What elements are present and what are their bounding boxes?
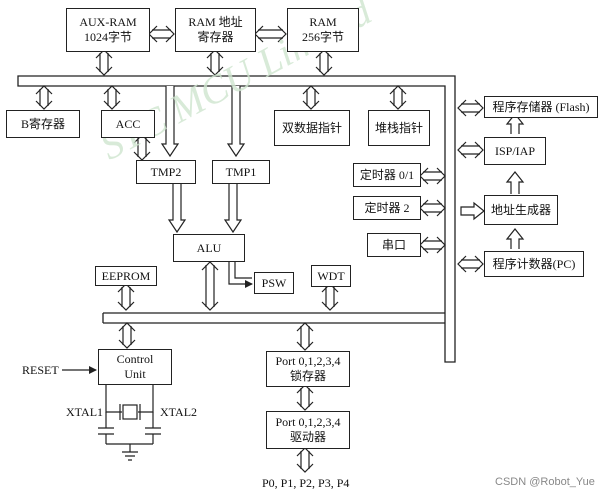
data-path-arrows	[160, 86, 525, 249]
crystal-circuit	[98, 385, 161, 461]
port-pins-label: P0, P1, P2, P3, P4	[262, 476, 350, 490]
xtal2-label: XTAL2	[160, 405, 198, 419]
stack-pointer-block: 堆栈指针	[368, 110, 430, 146]
alu-block: ALU	[173, 234, 245, 262]
timer-2-block: 定时器 2	[353, 196, 421, 220]
xtal1-label: XTAL1	[66, 405, 104, 419]
tmp1-block: TMP1	[212, 160, 270, 184]
uart-block: 串口	[367, 233, 421, 257]
tmp2-block: TMP2	[136, 160, 196, 184]
program-counter-block: 程序计数器(PC)	[484, 251, 584, 277]
dual-data-pointer-block: 双数据指针	[274, 110, 350, 146]
b-register-block: B寄存器	[6, 110, 80, 138]
aux-ram-block: AUX-RAM 1024字节	[66, 8, 150, 52]
wdt-block: WDT	[311, 265, 351, 287]
port-latch-block: Port 0,1,2,3,4 锁存器	[266, 351, 350, 387]
port-driver-block: Port 0,1,2,3,4 驱动器	[266, 411, 350, 449]
ram-address-register-block: RAM 地址 寄存器	[175, 8, 256, 52]
eeprom-block: EEPROM	[95, 266, 157, 286]
timer-0-1-block: 定时器 0/1	[353, 163, 421, 187]
ram-256-block: RAM 256字节	[287, 8, 359, 52]
psw-block: PSW	[254, 272, 294, 294]
program-memory-flash-block: 程序存储器 (Flash)	[484, 96, 598, 118]
isp-iap-block: ISP/IAP	[484, 137, 546, 165]
alu-psw-arrow	[228, 262, 253, 288]
control-unit-block: Control Unit	[98, 349, 172, 385]
internal-bus	[17, 75, 456, 363]
reset-label: RESET	[22, 363, 59, 377]
credit-watermark: CSDN @Robot_Yue	[495, 476, 595, 488]
address-generator-block: 地址生成器	[484, 195, 558, 225]
acc-block: ACC	[101, 110, 155, 138]
